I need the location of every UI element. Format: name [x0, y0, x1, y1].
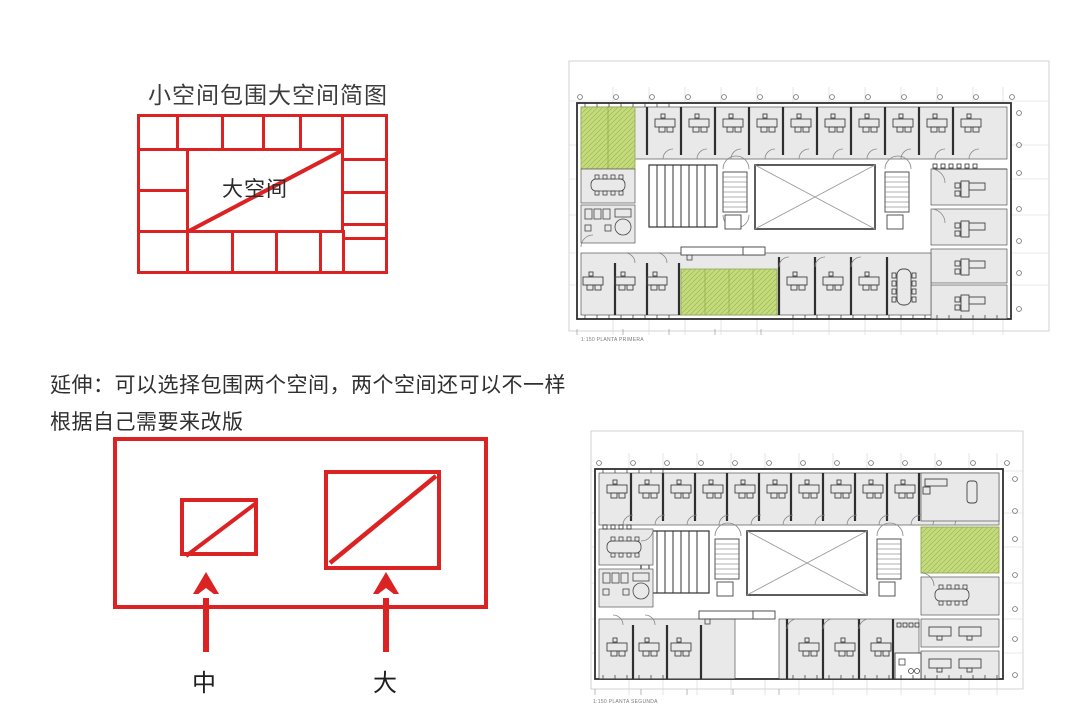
cell-top-1	[137, 114, 179, 151]
extension-text-line1: 延伸：可以选择包围两个空间，两个空间还可以不一样	[50, 374, 566, 397]
cell-right-1	[341, 158, 388, 194]
cell-top-2	[176, 114, 224, 151]
small-surround-large-diagram	[137, 114, 388, 274]
cell-bottom-3	[231, 230, 278, 274]
cell-top-5	[299, 114, 344, 151]
medium-space-box	[180, 498, 258, 558]
arrow-notch	[373, 588, 399, 598]
large-space-diagonal-2	[328, 474, 438, 565]
extension-text-line2: 根据自己需要来改版	[50, 411, 244, 434]
cell-bottom-5	[319, 230, 345, 274]
arrow-label-medium: 中	[192, 670, 216, 697]
floor-plan-segunda-drawing	[590, 430, 1024, 695]
two-space-variant-diagram	[113, 437, 488, 609]
medium-space-diagonal	[184, 502, 257, 558]
cell-top-4	[262, 114, 302, 151]
arrow-label-large: 大	[373, 670, 397, 697]
floor-plan-segunda-caption: 1:150 PLANTA SEGUNDA	[593, 699, 658, 705]
large-space-label: 大空间	[222, 178, 288, 201]
cell-bottom-2	[186, 230, 234, 274]
cell-left-1	[137, 148, 189, 192]
arrow-medium	[193, 572, 219, 652]
cell-top-6	[341, 114, 388, 161]
cell-top-3	[221, 114, 265, 151]
arrow-large	[373, 572, 399, 652]
cell-left-2	[137, 189, 189, 233]
large-space-box	[324, 470, 441, 570]
floor-plan-primera-caption: 1:150 PLANTA PRIMERA	[581, 337, 644, 343]
cell-bottom-4	[275, 230, 322, 274]
arrow-notch	[193, 588, 219, 598]
cell-right-4	[341, 237, 388, 274]
cell-bottom-1	[137, 230, 189, 274]
cell-right-2	[341, 191, 388, 226]
floor-plan-segunda: 1:150 PLANTA SEGUNDA	[563, 427, 1057, 707]
page-title: 小空间包围大空间简图	[148, 82, 388, 108]
floor-plan-primera-drawing	[568, 60, 1050, 335]
floor-plan-primera: 1:150 PLANTA PRIMERA	[563, 57, 1057, 345]
